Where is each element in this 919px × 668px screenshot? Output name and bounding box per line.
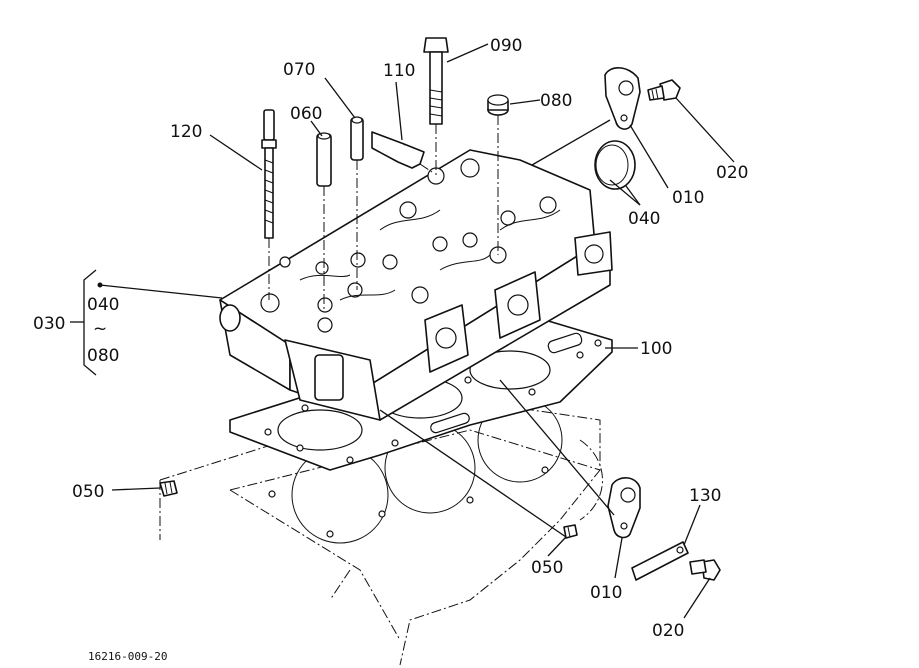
label-010-lower: 010	[590, 583, 622, 603]
stud-bolt-120	[261, 109, 277, 300]
label-040-set: 040	[87, 295, 119, 315]
label-060: 060	[290, 104, 322, 124]
label-100: 100	[640, 339, 672, 359]
label-120: 120	[170, 122, 202, 142]
group-bracket-030	[70, 269, 97, 376]
plug-040	[594, 140, 636, 190]
holder-070	[350, 116, 364, 290]
label-130: 130	[689, 486, 721, 506]
strip-130	[631, 541, 689, 581]
cylinder-head	[219, 149, 613, 421]
plug-050-right	[563, 524, 578, 539]
label-080: 080	[540, 91, 572, 111]
label-020-lower: 020	[652, 621, 684, 641]
label-110: 110	[383, 61, 415, 81]
bolt-020-upper	[647, 79, 681, 101]
label-070: 070	[283, 60, 315, 80]
plug-050-left	[159, 480, 178, 497]
label-030: 030	[33, 314, 65, 334]
leader-lines	[97, 43, 735, 619]
sleeve-060	[316, 132, 332, 310]
label-050-right: 050	[531, 558, 563, 578]
label-020-upper: 020	[716, 163, 748, 183]
cap-080	[487, 94, 509, 255]
label-050-left: 050	[72, 482, 104, 502]
label-010-upper: 010	[672, 188, 704, 208]
bolt-090	[423, 37, 449, 175]
sensor-110	[371, 131, 433, 173]
label-040: 040	[628, 209, 660, 229]
label-090: 090	[490, 36, 522, 56]
label-tilde: ~	[93, 319, 107, 339]
part-labels: 120 060 070 110 090 080 020 010 040 100 …	[33, 36, 748, 663]
hanger-plate-010-upper	[604, 67, 641, 130]
label-080-set: 080	[87, 346, 119, 366]
bolt-020-lower	[689, 559, 721, 581]
hanger-plate-010-lower	[607, 477, 641, 539]
drawing-code: 16216-009-20	[88, 650, 167, 663]
